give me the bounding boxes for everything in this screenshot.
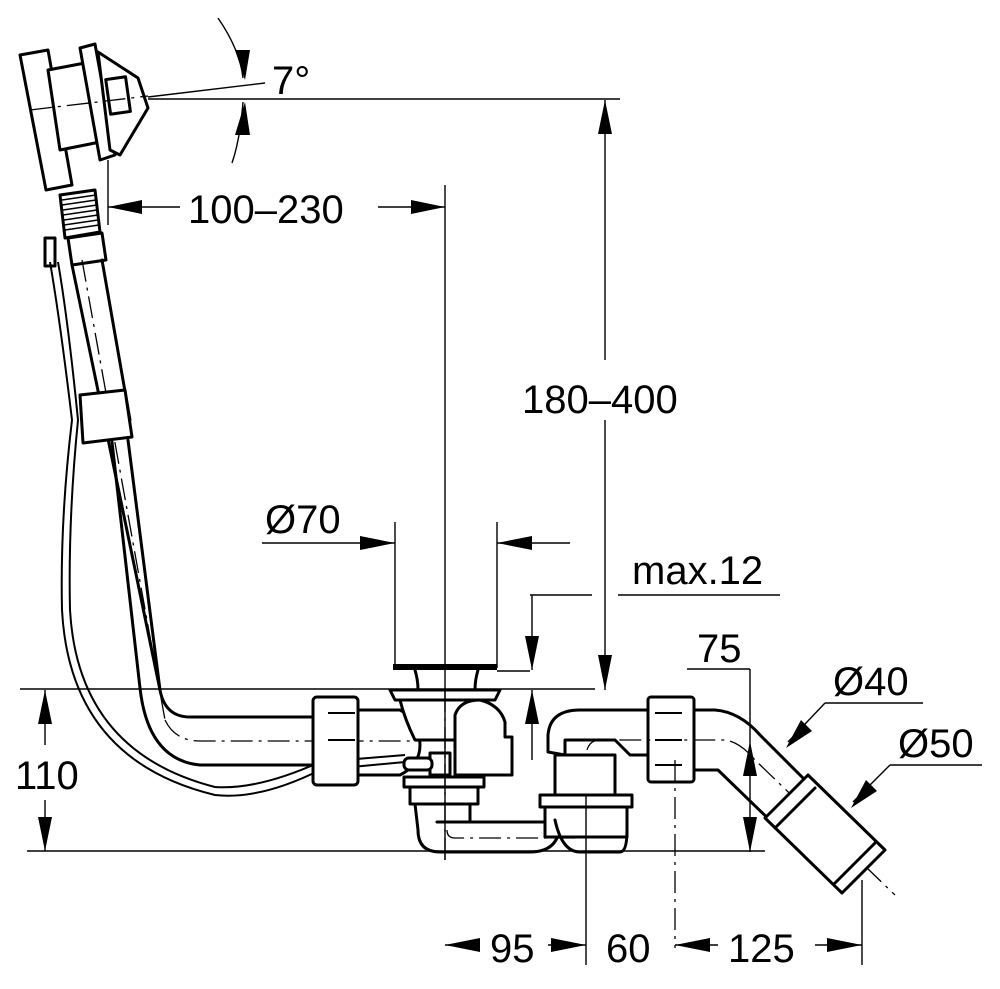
- max-thickness-label: max.12: [632, 549, 763, 593]
- central-trap: [388, 664, 634, 860]
- outlet-height-dimension: [687, 668, 757, 852]
- plug-diameter-dimension: [262, 522, 570, 668]
- offset-label: 100–230: [188, 188, 344, 232]
- horizontal-offset-dimension: [107, 160, 446, 860]
- height-range-dimension: [598, 100, 612, 690]
- threaded-connector: [43, 188, 108, 268]
- outlet-height-label: 75: [697, 627, 742, 671]
- overflow-head: [18, 42, 150, 192]
- outlet-inner-diameter-dimension: [786, 702, 923, 748]
- trap-height-label: 110: [15, 754, 79, 798]
- trap-height-dimension: [27, 690, 765, 852]
- overflow-pipe: [70, 258, 420, 767]
- height-range-label: 180–400: [522, 378, 678, 422]
- spacing-60-label: 60: [606, 927, 651, 971]
- bowden-cable: [49, 261, 406, 797]
- plug-diameter-label: Ø70: [265, 498, 341, 542]
- outlet-outer-diameter-label: Ø50: [898, 722, 974, 766]
- angle-dimension: [147, 17, 620, 164]
- outlet-inner-diameter-label: Ø40: [833, 660, 909, 704]
- bottom-spacing-dimensions: [445, 795, 863, 965]
- max-thickness-dimension: [20, 594, 780, 760]
- angle-label: 7°: [272, 59, 310, 103]
- outlet-outer-diameter-dimension: [851, 764, 982, 808]
- outlet-elbow: [546, 695, 896, 948]
- spacing-95-label: 95: [490, 927, 535, 971]
- spacing-125-label: 125: [728, 927, 795, 971]
